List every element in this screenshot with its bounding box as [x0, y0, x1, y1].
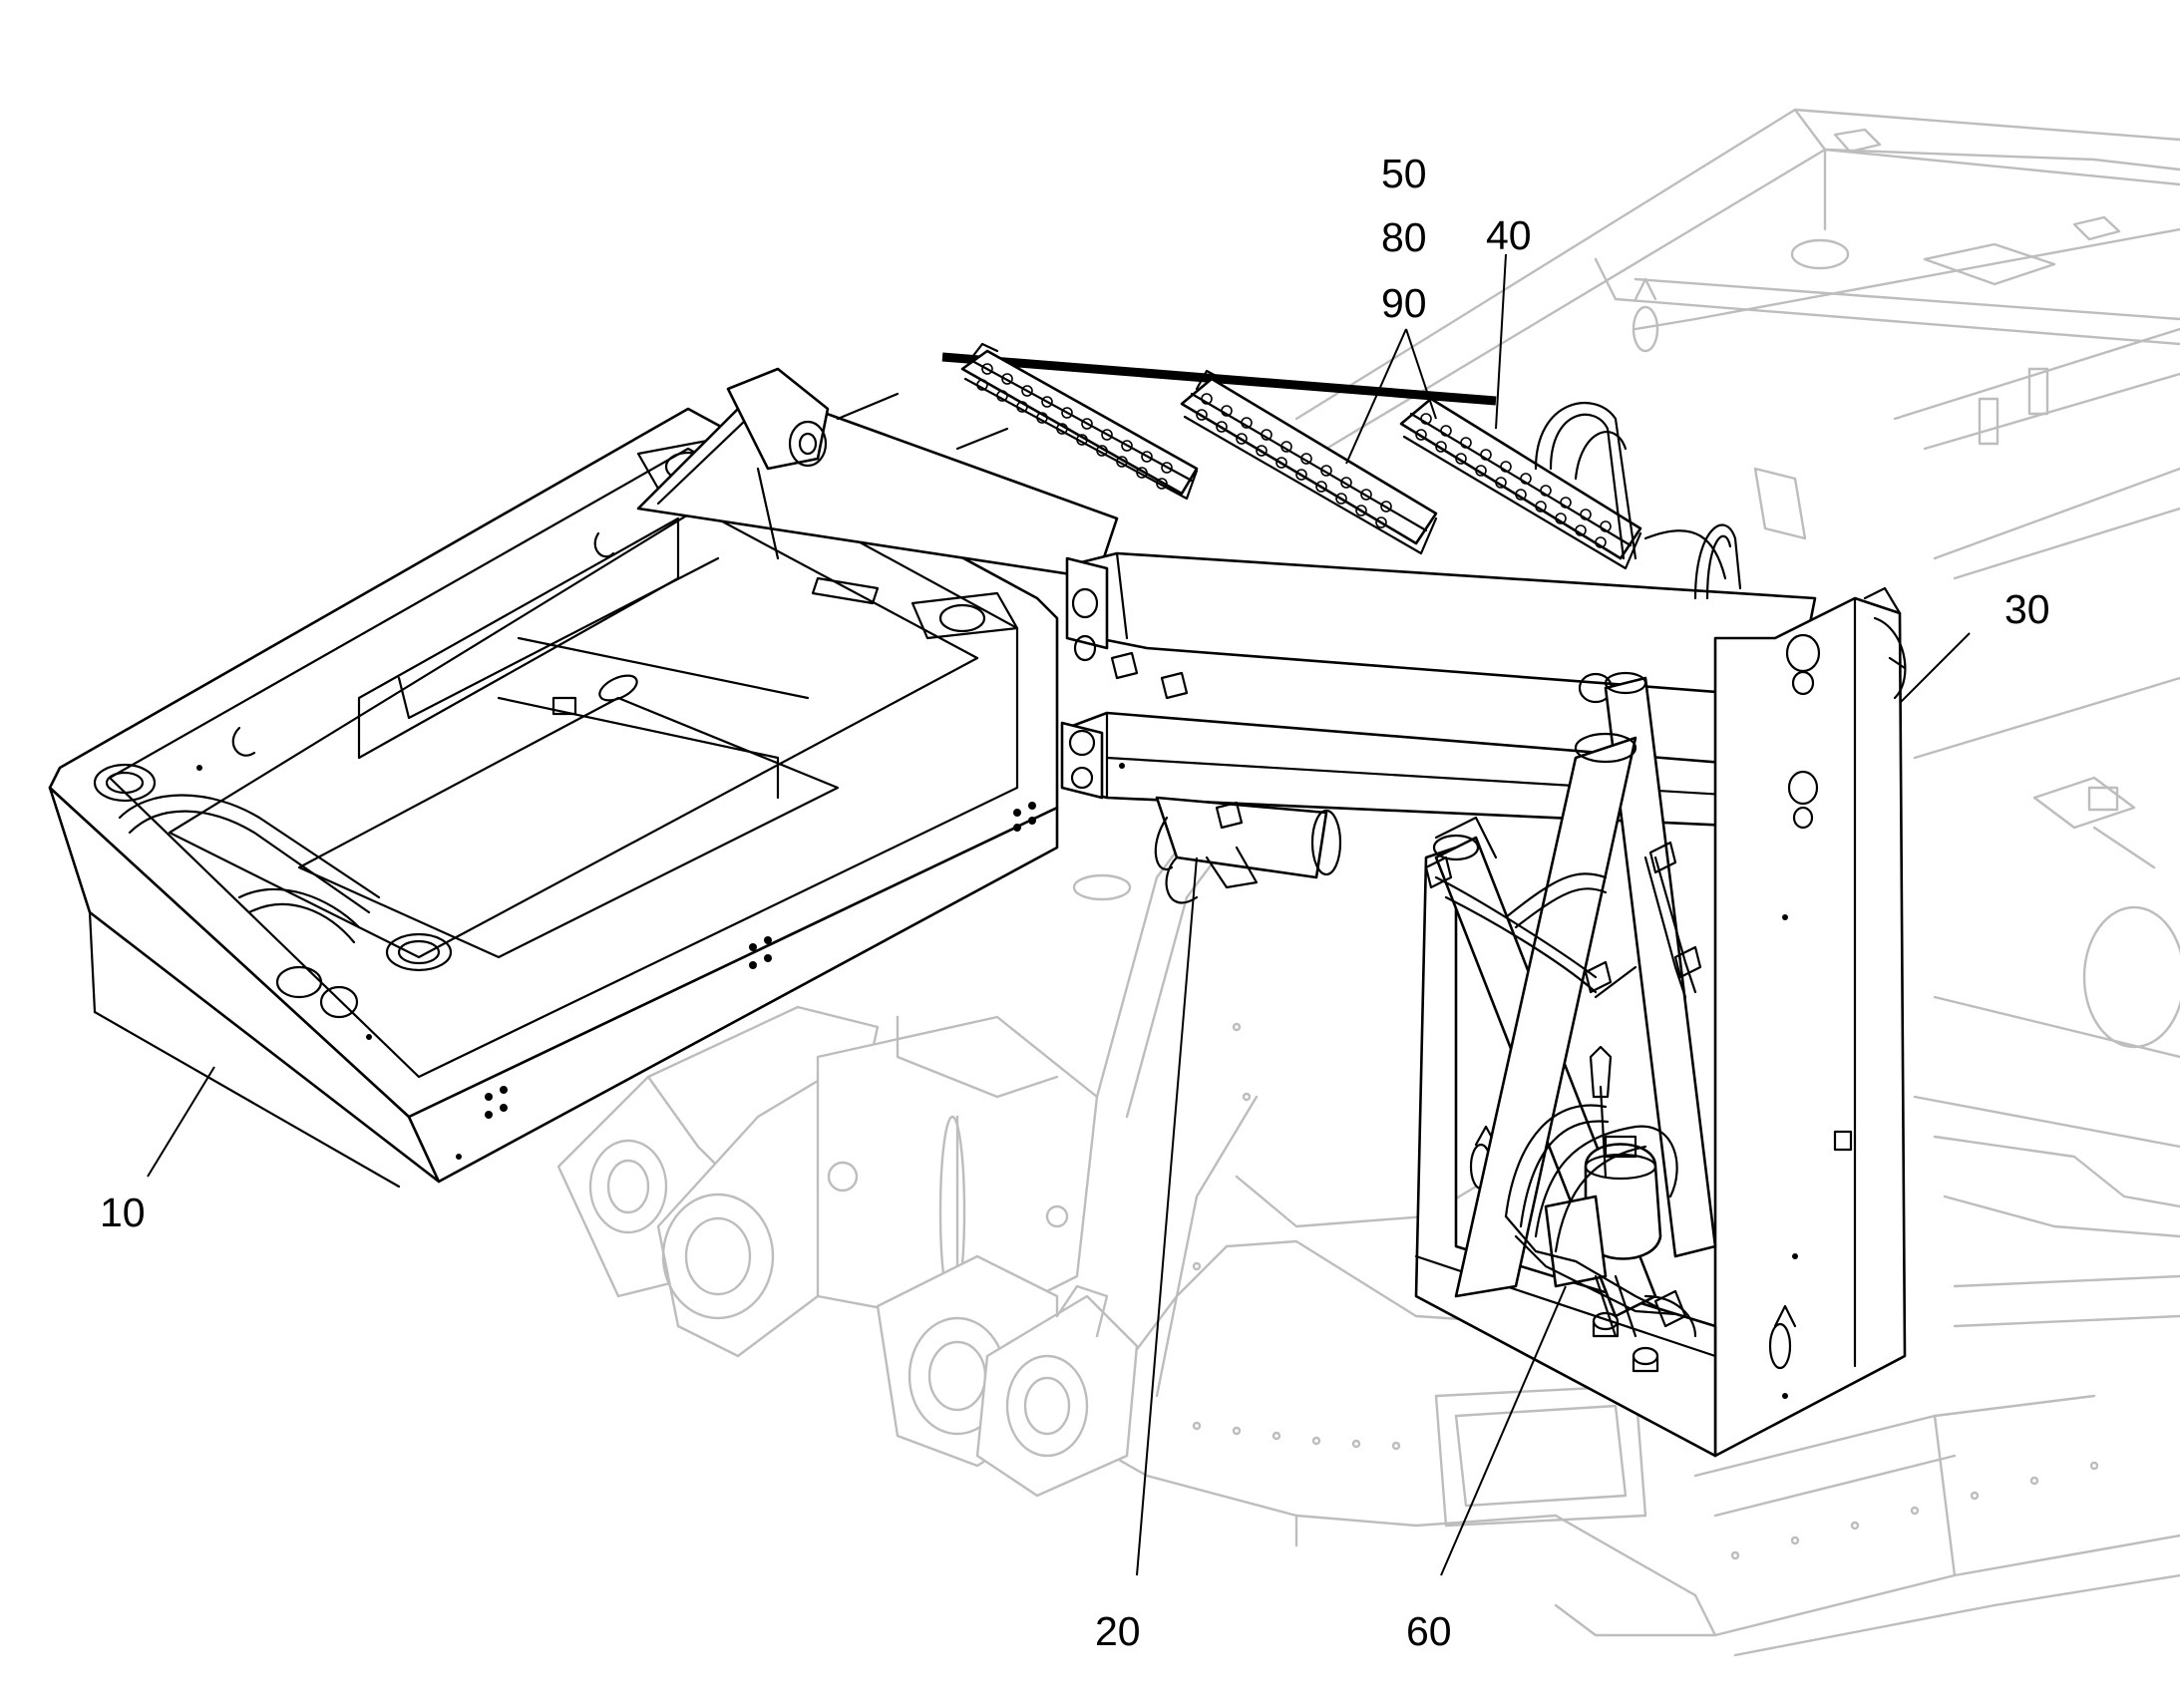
callout-80: 80	[1381, 214, 1427, 260]
callout-40: 40	[1486, 212, 1532, 258]
part-60-hydraulics	[1424, 671, 1717, 1338]
leader-30	[1899, 632, 1971, 704]
callout-90: 90	[1381, 280, 1427, 326]
leader-lines	[147, 253, 1971, 1576]
leader-60	[1440, 1285, 1567, 1576]
callout-10: 10	[100, 1190, 146, 1235]
leader-90b	[1405, 328, 1437, 420]
cable-trays	[941, 342, 1742, 600]
leader-20	[1136, 856, 1198, 1576]
callout-50: 50	[1381, 151, 1427, 196]
leader-40	[1495, 253, 1507, 430]
rivet-row	[1192, 1421, 2099, 1560]
tray-1-holes	[976, 363, 1173, 490]
tray-3-holes	[1415, 413, 1612, 548]
callout-30: 30	[2004, 586, 2050, 632]
tray-2-holes	[1196, 393, 1392, 528]
leader-90a	[1345, 328, 1407, 465]
callout-labels: 10 20 30 40 50 60 80 90	[100, 151, 2050, 1654]
callout-20: 20	[1095, 1608, 1141, 1654]
leader-10	[147, 1066, 215, 1178]
ghosted-chassis	[556, 108, 2180, 1657]
part-10-box	[48, 407, 1059, 1189]
callout-60: 60	[1406, 1608, 1452, 1654]
